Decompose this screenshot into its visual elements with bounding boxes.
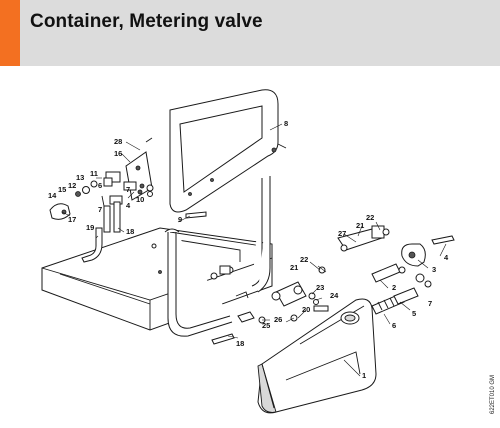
callout-10: 10 [136, 195, 144, 204]
drawing-code: 622ET010 GM [490, 375, 496, 414]
callout-4-right: 4 [444, 253, 449, 262]
callout-22-top: 22 [366, 213, 374, 222]
callout-20: 20 [302, 305, 310, 314]
container-part [257, 298, 377, 414]
metering-valve-parts [337, 225, 455, 315]
callout-23: 23 [316, 283, 324, 292]
callout-28: 28 [114, 137, 122, 146]
base-frame [41, 227, 273, 331]
callout-6-right: 6 [392, 321, 396, 330]
callout-18-bottom: 18 [236, 339, 244, 348]
callout-2: 2 [392, 283, 396, 292]
callout-21-mid: 21 [290, 263, 298, 272]
callout-14: 14 [48, 191, 57, 200]
callout-21-top: 21 [356, 221, 364, 230]
callout-7-right: 7 [428, 299, 432, 308]
handle-grip-part [169, 89, 287, 213]
exploded-parts-diagram: 8 28 16 11 13 12 15 14 6 7 10 4 7 17 9 1… [41, 89, 496, 414]
callout-3: 3 [432, 265, 436, 274]
callout-12: 12 [68, 181, 76, 190]
callout-8: 8 [284, 119, 288, 128]
header-band: Container, Metering valve [0, 0, 500, 66]
callout-27: 27 [338, 229, 346, 238]
page-title: Container, Metering valve [30, 11, 263, 32]
handle-frame [164, 176, 271, 337]
callout-13: 13 [76, 173, 84, 182]
callout-11: 11 [90, 169, 98, 178]
fuel-control-parts [49, 171, 207, 263]
callout-16: 16 [114, 149, 122, 158]
callout-19: 19 [86, 223, 94, 232]
callout-25: 25 [262, 321, 270, 330]
callout-9: 9 [178, 215, 182, 224]
leader-lines [61, 123, 447, 377]
callout-7-left: 7 [126, 185, 130, 194]
callout-4-left: 4 [126, 201, 131, 210]
callout-labels: 8 28 16 11 13 12 15 14 6 7 10 4 7 17 9 1… [48, 119, 449, 380]
callout-26: 26 [274, 315, 282, 324]
callout-6: 6 [98, 181, 102, 190]
callout-24: 24 [330, 291, 339, 300]
callout-7-mid: 7 [98, 205, 102, 214]
callout-5: 5 [412, 309, 416, 318]
callout-17: 17 [68, 215, 76, 224]
callout-15: 15 [58, 185, 66, 194]
callout-1: 1 [362, 371, 366, 380]
callout-18-left: 18 [126, 227, 134, 236]
callout-22-mid: 22 [300, 255, 308, 264]
accent-bar [0, 0, 20, 66]
